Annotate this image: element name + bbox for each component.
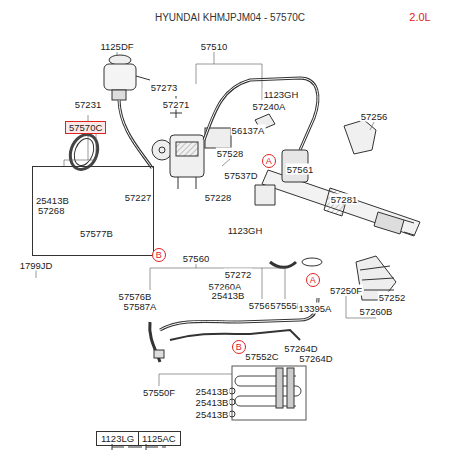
- group-heading: 57570C: [65, 121, 106, 134]
- part-number: 57231: [74, 99, 102, 110]
- part-number: 25413B: [195, 397, 230, 408]
- part-number: 57250F: [329, 285, 363, 296]
- part-number: 57537D: [223, 170, 258, 181]
- part-number: 57510: [200, 41, 228, 52]
- reference-circle: B: [232, 340, 246, 354]
- part-number: 57550F: [142, 387, 176, 398]
- part-number: 1125DF: [99, 41, 134, 52]
- part-number: 1125AC: [141, 433, 177, 444]
- diagram-title: HYUNDAI KHMJPJM04 - 57570C: [154, 12, 306, 23]
- part-number: 1123GH: [227, 225, 264, 236]
- reference-letter: B: [155, 250, 163, 261]
- part-number: 1123LG: [100, 433, 135, 444]
- engine-note: 2.0L: [408, 12, 431, 23]
- part-number: 57268: [37, 205, 65, 216]
- reference-letter: A: [265, 156, 273, 167]
- part-number: 57271: [162, 99, 190, 110]
- part-number: 57528: [216, 148, 244, 159]
- leader-line: [64, 132, 96, 166]
- part-number: 57561: [286, 164, 314, 175]
- part-number: 13395A: [298, 303, 333, 314]
- part-number: 57228: [204, 192, 232, 203]
- table-box: 1123LG 1125AC: [96, 431, 181, 446]
- table-divider: [138, 432, 139, 445]
- part-number: 56137A: [231, 125, 266, 136]
- part-number: 57560: [182, 253, 210, 264]
- part-number: 25413B: [195, 409, 230, 420]
- group-box: 57570C25413B5726857577B: [32, 166, 154, 256]
- part-number: 57260B: [359, 306, 394, 317]
- part-number: 57256: [360, 111, 388, 122]
- part-number: 57577B: [79, 228, 114, 239]
- part-number: 57252: [378, 292, 406, 303]
- reference-letter: B: [235, 342, 243, 353]
- part-number: 57281: [330, 194, 358, 205]
- part-number: 57272: [224, 269, 252, 280]
- part-number: 25413B: [211, 290, 246, 301]
- part-number: 57240A: [252, 101, 287, 112]
- part-number: 57264D: [298, 353, 333, 364]
- part-number: 57587A: [123, 301, 158, 312]
- reference-circle: A: [262, 154, 276, 168]
- reference-circle: B: [152, 248, 166, 262]
- reference-circle: A: [306, 273, 320, 287]
- part-number: 57273: [150, 82, 178, 93]
- reference-letter: A: [309, 275, 317, 286]
- part-number: 25413B: [195, 386, 230, 397]
- part-number: 1799JD: [19, 260, 54, 271]
- part-number: 57227: [124, 192, 152, 203]
- part-number: 1123GH: [263, 89, 300, 100]
- part-number: 57552C: [244, 351, 279, 362]
